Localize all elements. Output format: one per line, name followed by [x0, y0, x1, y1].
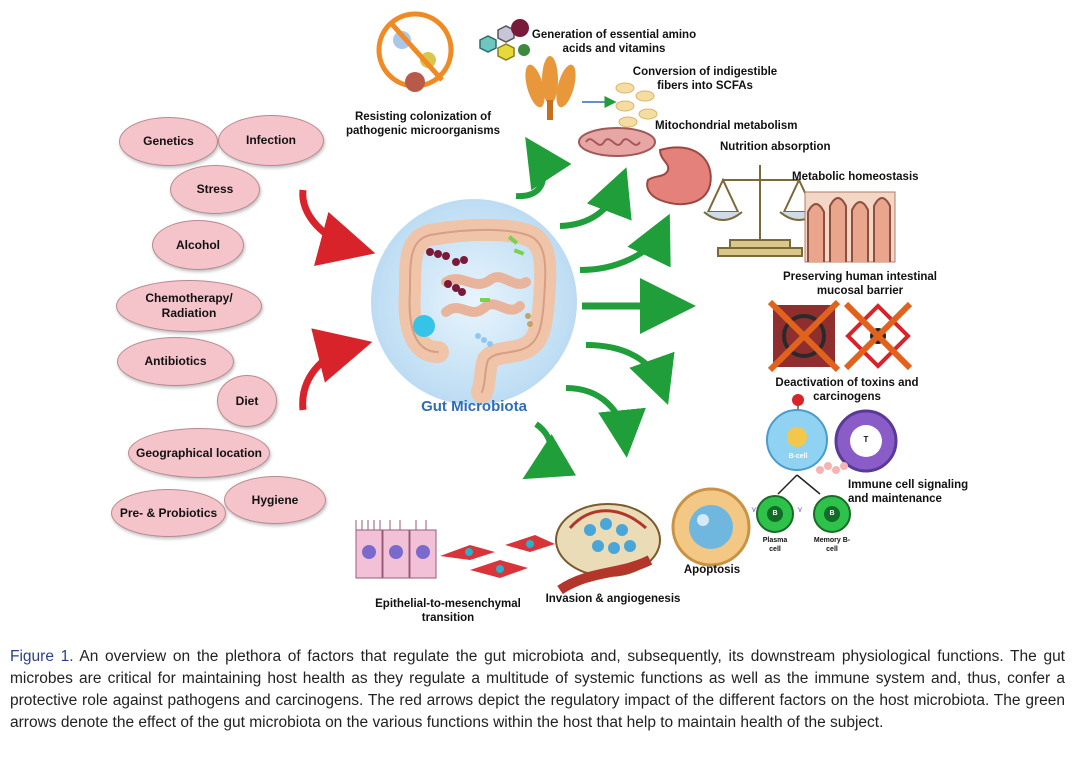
colon-icon	[398, 218, 557, 403]
green-arrow-1	[515, 136, 572, 200]
label-deactivation-toxins: Deactivation of toxins and carcinogens	[775, 377, 919, 403]
factor-hygiene: Hygiene	[224, 476, 326, 524]
red-arrow-upper	[299, 189, 376, 267]
mitochondria-icon	[578, 127, 656, 157]
factor-probiotics: Pre- & Probiotics	[111, 489, 226, 537]
molecules-icon	[479, 19, 530, 61]
green-arrow-2	[559, 167, 632, 229]
label-conversion-scfa: Conversion of indigestible fibers into S…	[632, 66, 778, 92]
green-arrow-5	[585, 342, 675, 405]
factor-diet: Diet	[217, 375, 277, 427]
microbe-cluster-icon	[426, 235, 533, 347]
label-metabolic-homeostasis: Metabolic homeostasis	[792, 171, 919, 183]
label-nutrition-absorption: Nutrition absorption	[720, 141, 831, 153]
green-arrow-3	[579, 213, 671, 273]
label-memory-b-cell: Memory B-cell	[813, 537, 851, 553]
label-invasion-angiogenesis: Invasion & angiogenesis	[545, 593, 681, 605]
label-plasma-b-mark: B	[772, 510, 778, 517]
stomach-icon	[646, 146, 712, 206]
label-plasma-cell: Plasma cell	[762, 537, 788, 553]
factor-stress: Stress	[170, 165, 260, 214]
figure-panel: ⋎ ⋎ Genet	[111, 11, 969, 624]
factor-alcohol: Alcohol	[152, 220, 244, 270]
gut-microbiota-title: Gut Microbiota	[421, 398, 527, 415]
factor-chemotherapy: Chemotherapy/ Radiation	[116, 280, 262, 332]
figure-caption-text: An overview on the plethora of factors t…	[10, 648, 1065, 731]
factor-geographical: Geographical location	[128, 428, 270, 478]
label-emt: Epithelial-to-mesenchymal transition	[375, 598, 521, 624]
figure-caption: Figure 1. An overview on the plethora of…	[10, 646, 1065, 734]
green-arrow-7	[522, 421, 577, 480]
green-arrow-6	[565, 385, 646, 458]
factor-antibiotics: Antibiotics	[117, 337, 234, 386]
svg-text:⋎: ⋎	[751, 505, 757, 514]
factor-genetics: Genetics	[119, 117, 218, 166]
biohazard-crossed-icon	[767, 299, 841, 373]
label-resisting-colonization: Resisting colonization of pathogenic mic…	[345, 111, 500, 137]
factor-infection: Infection	[218, 115, 324, 166]
emt-cells-icon	[355, 520, 555, 579]
label-b-cell: B-cell	[788, 453, 808, 460]
label-immune-cell-signaling: Immune cell signaling and maintenance	[848, 479, 969, 505]
label-mucosal-barrier: Preserving human intestinal mucosal barr…	[782, 271, 937, 297]
pathogen-no-icon	[376, 11, 454, 92]
immune-cells-icon: ⋎ ⋎	[751, 394, 898, 533]
label-apoptosis: Apoptosis	[683, 564, 741, 576]
figure-graphics: ⋎ ⋎	[299, 11, 913, 595]
scfa-grains-icon	[615, 82, 658, 128]
label-generation-amino-acids: Generation of essential amino acids and …	[531, 29, 697, 55]
label-t-cell: T	[863, 435, 869, 444]
wheat-icon	[525, 56, 576, 120]
red-arrow-lower	[299, 328, 373, 411]
apoptosis-cell-icon	[671, 487, 751, 567]
tumor-angiogenesis-icon	[555, 503, 661, 595]
figure-caption-label: Figure 1.	[10, 648, 74, 665]
svg-text:⋎: ⋎	[797, 505, 803, 514]
carcinogen-crossed-icon	[843, 301, 913, 371]
intestinal-villi-icon	[804, 191, 896, 263]
label-mitochondrial-metabolism: Mitochondrial metabolism	[655, 120, 798, 132]
label-memory-b-mark: B	[829, 510, 835, 517]
